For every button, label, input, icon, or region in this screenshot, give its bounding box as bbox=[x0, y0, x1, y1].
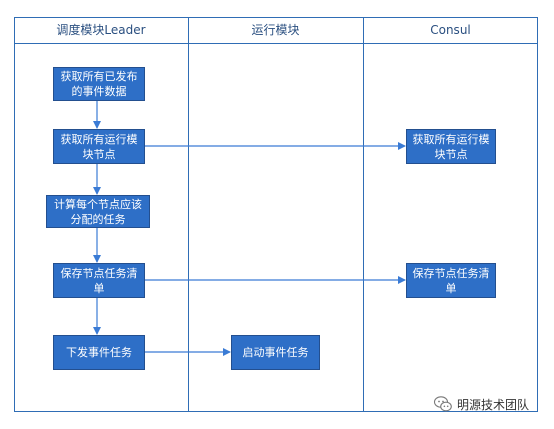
node-start-event-tasks: 启动事件任务 bbox=[231, 335, 320, 370]
node-save-node-task-list: 保存节点任务清单 bbox=[53, 263, 145, 298]
wechat-logo-icon bbox=[433, 396, 452, 412]
lane-title-scheduler-leader: 调度模块Leader bbox=[56, 23, 146, 37]
watermark: 明源技术团队 bbox=[433, 394, 529, 414]
node-dispatch-event-tasks: 下发事件任务 bbox=[53, 335, 145, 370]
node-consul-save-node-task-list: 保存节点任务清单 bbox=[406, 263, 496, 298]
node-compute-node-tasks: 计算每个节点应该分配的任务 bbox=[46, 195, 150, 228]
node-consul-fetch-running-nodes: 获取所有运行模块节点 bbox=[406, 129, 496, 164]
lane-divider bbox=[363, 17, 364, 412]
lane-title-consul: Consul bbox=[430, 23, 471, 37]
node-fetch-published-events: 获取所有已发布的事件数据 bbox=[53, 67, 145, 101]
swimlane-frame bbox=[14, 17, 538, 412]
swimlane-header-row bbox=[14, 17, 538, 44]
node-fetch-running-nodes: 获取所有运行模块节点 bbox=[53, 129, 145, 164]
watermark-text: 明源技术团队 bbox=[457, 397, 530, 412]
lane-title-runtime-module: 运行模块 bbox=[251, 23, 300, 37]
lane-divider bbox=[188, 17, 189, 412]
